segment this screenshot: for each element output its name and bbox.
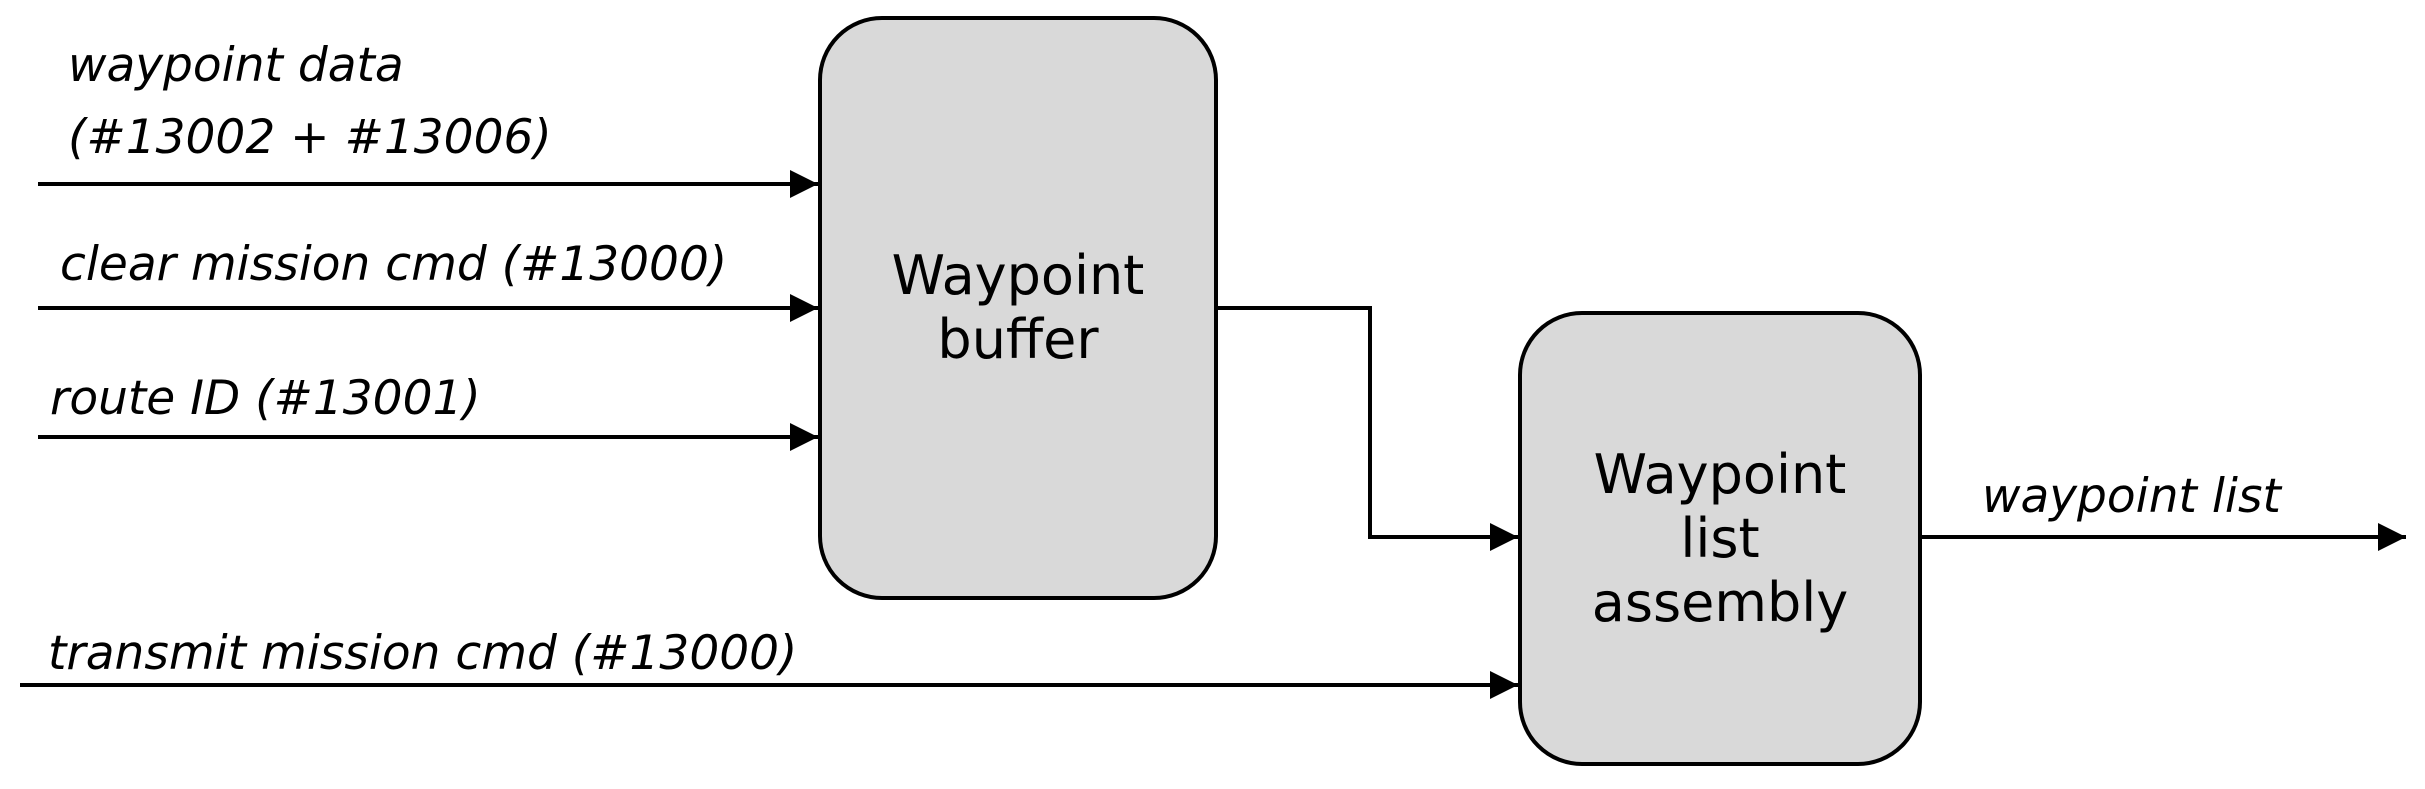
waypoint-buffer-block: Waypoint buffer [818,16,1218,600]
waypoint-list-assembly-block: Waypoint list assembly [1518,311,1922,766]
waypoint-list-label: waypoint list [1982,469,2281,524]
waypoint-list-assembly-title: Waypoint list assembly [1591,442,1849,634]
transmit-mission-cmd-label: transmit mission cmd (#13000) [48,626,798,681]
waypoint-data-label-line1: waypoint data [68,38,404,93]
route-id-label: route ID (#13001) [50,371,481,426]
waypoint-data-label-line2: (#13002 + #13006) [68,110,552,165]
clear-mission-cmd-label: clear mission cmd (#13000) [60,237,728,292]
waypoint-buffer-title: Waypoint buffer [891,244,1145,371]
connector-buffer-to-assembly [1218,306,1518,551]
